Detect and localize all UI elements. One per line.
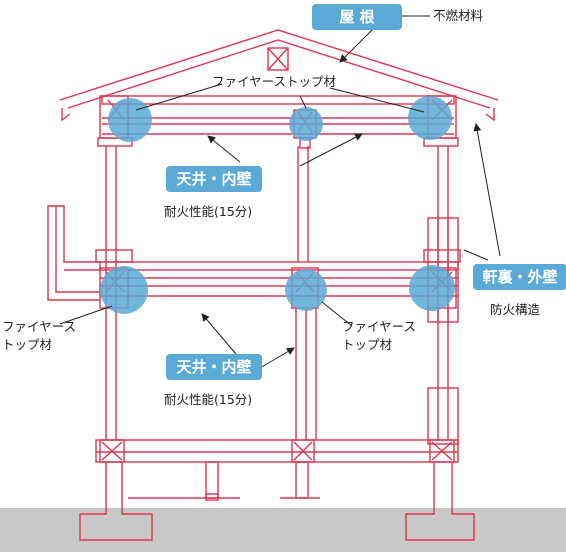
roof-note: 不燃材料 (433, 8, 484, 23)
foundation-left (79, 462, 153, 541)
roof-inner-line (67, 39, 491, 109)
roof-badge: 屋 根 (312, 4, 402, 30)
fire-stop-circle (100, 266, 148, 314)
ridge-block (267, 47, 289, 71)
fire-stop-circle (408, 96, 452, 140)
fire-stop-label-top: ファイヤーストップ材 (212, 74, 337, 89)
fire-stop-circle (289, 107, 323, 141)
eaves-note: 防火構造 (490, 302, 541, 317)
ground (0, 508, 566, 552)
eaves-badge: 軒裏・外壁 (473, 264, 566, 290)
foundation-right (405, 462, 475, 541)
middle-floor-beam (99, 261, 459, 271)
fire-stop-circle (285, 269, 327, 311)
ceiling-badge-upper: 天井・内壁 (166, 166, 262, 192)
fire-stop-circle (409, 265, 455, 311)
ground-floor-beam (95, 439, 459, 463)
leader-lines (59, 15, 501, 369)
ceiling-note-lower: 耐火性能(15分) (164, 392, 253, 407)
fire-stop-markers (100, 96, 455, 314)
top-beam (101, 95, 455, 105)
fire-stop-label-middle: ファイヤーストップ材 (342, 319, 417, 352)
ceiling-note-upper: 耐火性能(15分) (164, 204, 253, 219)
fire-stop-circle (108, 98, 152, 142)
ceiling-badge-lower: 天井・内壁 (166, 354, 262, 380)
roof-outer-line (59, 29, 499, 101)
fire-stop-label-left: ファイヤーストップ材 (2, 319, 77, 352)
